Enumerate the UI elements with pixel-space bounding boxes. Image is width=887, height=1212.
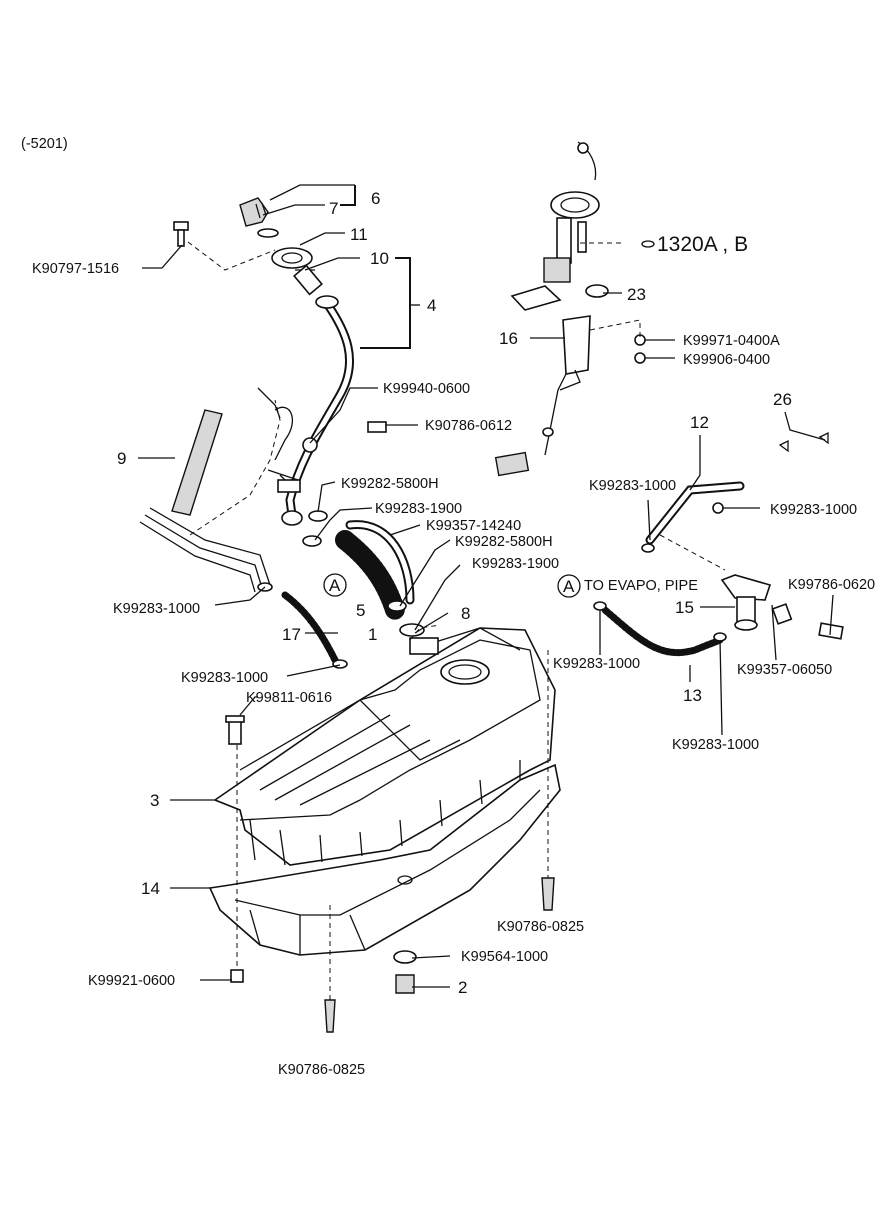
label-k99283-1000-d: K99283-1000 <box>770 502 857 518</box>
label-k99811-0616: K99811-0616 <box>246 690 332 706</box>
label-k90786-0612: K90786-0612 <box>425 418 512 434</box>
tank-protector <box>208 763 561 956</box>
label-17: 17 <box>282 625 301 644</box>
label-1320ab: 1320A , B <box>657 233 748 256</box>
label-k99283-1000-f: K99283-1000 <box>672 737 759 753</box>
label-6: 6 <box>371 189 380 208</box>
label-k99283-1000-c: K99283-1000 <box>589 478 676 494</box>
fuel-filler-cap <box>239 197 313 269</box>
label-13: 13 <box>683 686 702 705</box>
label-9: 9 <box>117 449 126 468</box>
label-26: 26 <box>773 390 792 409</box>
fuel-pump-assembly <box>510 141 609 311</box>
label-a-left: A <box>329 576 341 595</box>
label-k99282-5800h-b: K99282-5800H <box>455 534 553 550</box>
label-k99283-1000-b: K99283-1000 <box>181 670 268 686</box>
label-k99564-1000: K99564-1000 <box>461 949 548 965</box>
label-8: 8 <box>461 604 470 623</box>
bottom-fasteners <box>230 650 555 1033</box>
label-10: 10 <box>370 249 389 268</box>
bolt-k90797 <box>173 221 189 247</box>
label-k99786-0620: K99786-0620 <box>788 577 875 593</box>
label-k99283-1000-e: K99283-1000 <box>553 656 640 672</box>
check-valve <box>720 574 844 640</box>
label-k99906-0400: K99906-0400 <box>683 352 770 368</box>
label-k99921-0600: K99921-0600 <box>88 973 175 989</box>
fuel-tank <box>213 627 556 866</box>
sender-bracket <box>494 315 646 477</box>
clip-26 <box>778 431 829 453</box>
evap-hoses <box>593 481 745 657</box>
filler-pipe <box>267 264 387 526</box>
leader-lines <box>138 184 834 988</box>
label-k99971-0400a: K99971-0400A <box>683 333 780 349</box>
label-k99357-14240: K99357-14240 <box>426 518 521 534</box>
label-k90786-0825-b: K90786-0825 <box>278 1062 365 1078</box>
label-to-evapo-pipe: TO EVAPO, PIPE <box>584 578 698 594</box>
label-1: 1 <box>368 625 377 644</box>
label-16: 16 <box>499 329 518 348</box>
label-2: 2 <box>458 978 467 997</box>
label-15: 15 <box>675 598 694 617</box>
label-k90786-0825-a: K90786-0825 <box>497 919 584 935</box>
label-14: 14 <box>141 879 160 898</box>
label-k99283-1000-a: K99283-1000 <box>113 601 200 617</box>
label-11: 11 <box>350 225 368 244</box>
callout-a-left: A <box>323 573 347 597</box>
header-code: (-5201) <box>21 136 68 152</box>
callout-a-right: A <box>557 574 581 598</box>
label-k99940-0600: K99940-0600 <box>383 381 470 397</box>
label-23: 23 <box>627 285 646 304</box>
label-4: 4 <box>427 296 436 315</box>
label-k99283-1900-b: K99283-1900 <box>472 556 559 572</box>
label-5: 5 <box>356 601 365 620</box>
filler-hoses <box>257 510 425 669</box>
label-k99357-06050: K99357-06050 <box>737 662 832 678</box>
label-12: 12 <box>690 413 709 432</box>
label-k99283-1900-a: K99283-1900 <box>375 501 462 517</box>
label-k90797-1516: K90797-1516 <box>32 261 119 277</box>
vapor-separator <box>139 387 281 593</box>
label-a-right: A <box>563 577 575 596</box>
label-k99282-5800h-a: K99282-5800H <box>341 476 439 492</box>
label-7: 7 <box>329 199 338 218</box>
label-3: 3 <box>150 791 159 810</box>
